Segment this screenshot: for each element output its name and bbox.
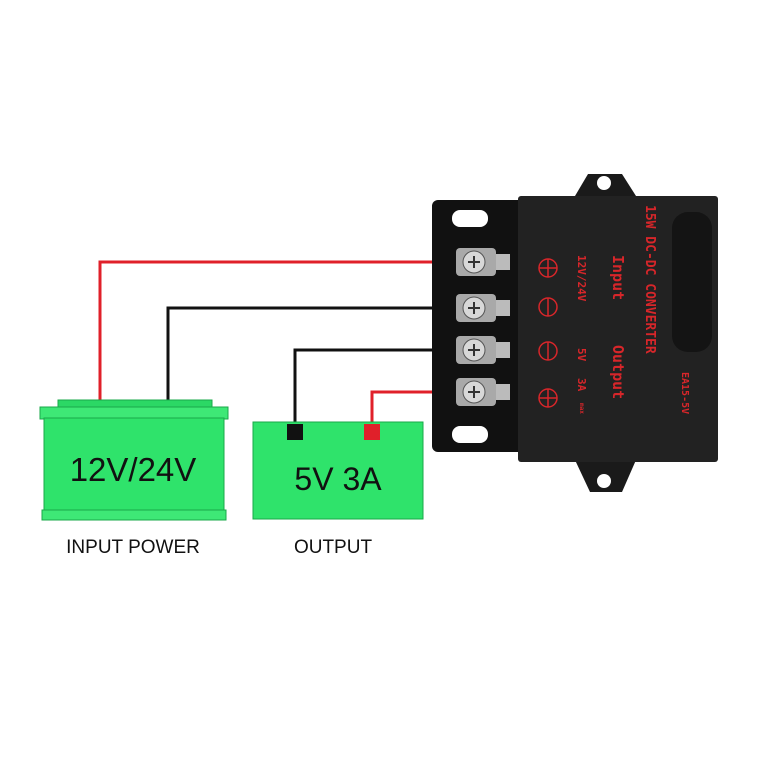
output-max-label: max	[578, 403, 585, 414]
dc-dc-converter: 15W DC-DC CONVERTER Input Output 12V/24V…	[432, 174, 718, 492]
minus-symbol-icon	[538, 297, 558, 317]
output-caption: OUTPUT	[294, 537, 373, 558]
input-voltage-label: 12V/24V	[70, 451, 197, 488]
output-negative-terminal	[287, 424, 303, 440]
output-negative-wire	[293, 348, 458, 428]
output-positive-terminal	[364, 424, 380, 440]
converter-title: 15W DC-DC CONVERTER	[642, 205, 657, 354]
input-label: Input	[609, 255, 627, 300]
model-number: EA15-5V	[679, 372, 690, 414]
input-negative-wire	[166, 306, 458, 405]
output-positive-wire	[370, 390, 458, 428]
screw-terminals	[456, 248, 510, 406]
output-load-box: 5V 3A	[252, 421, 424, 520]
polarity-symbols	[538, 258, 558, 408]
input-power-caption: INPUT POWER	[66, 537, 200, 558]
plus-symbol-icon	[538, 258, 558, 278]
output-current-spec: 3A	[575, 378, 588, 392]
input-positive-wire	[98, 260, 458, 405]
output-spec-label: 5V 3A	[294, 461, 382, 497]
input-power-battery: 12V/24V	[39, 399, 229, 521]
output-voltage-spec: 5V	[575, 348, 588, 362]
minus-symbol-icon	[538, 341, 558, 361]
plus-symbol-icon	[538, 388, 558, 408]
output-label: Output	[609, 345, 627, 399]
input-spec: 12V/24V	[575, 255, 588, 302]
